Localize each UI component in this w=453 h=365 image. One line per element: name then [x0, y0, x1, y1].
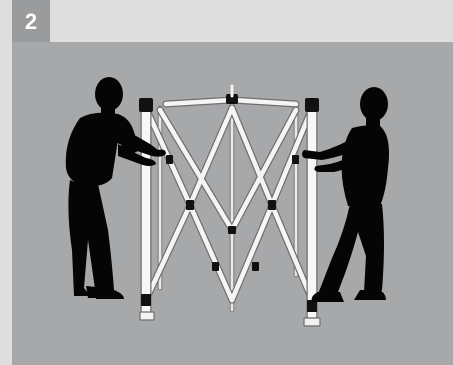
canopy-frame [139, 86, 320, 326]
